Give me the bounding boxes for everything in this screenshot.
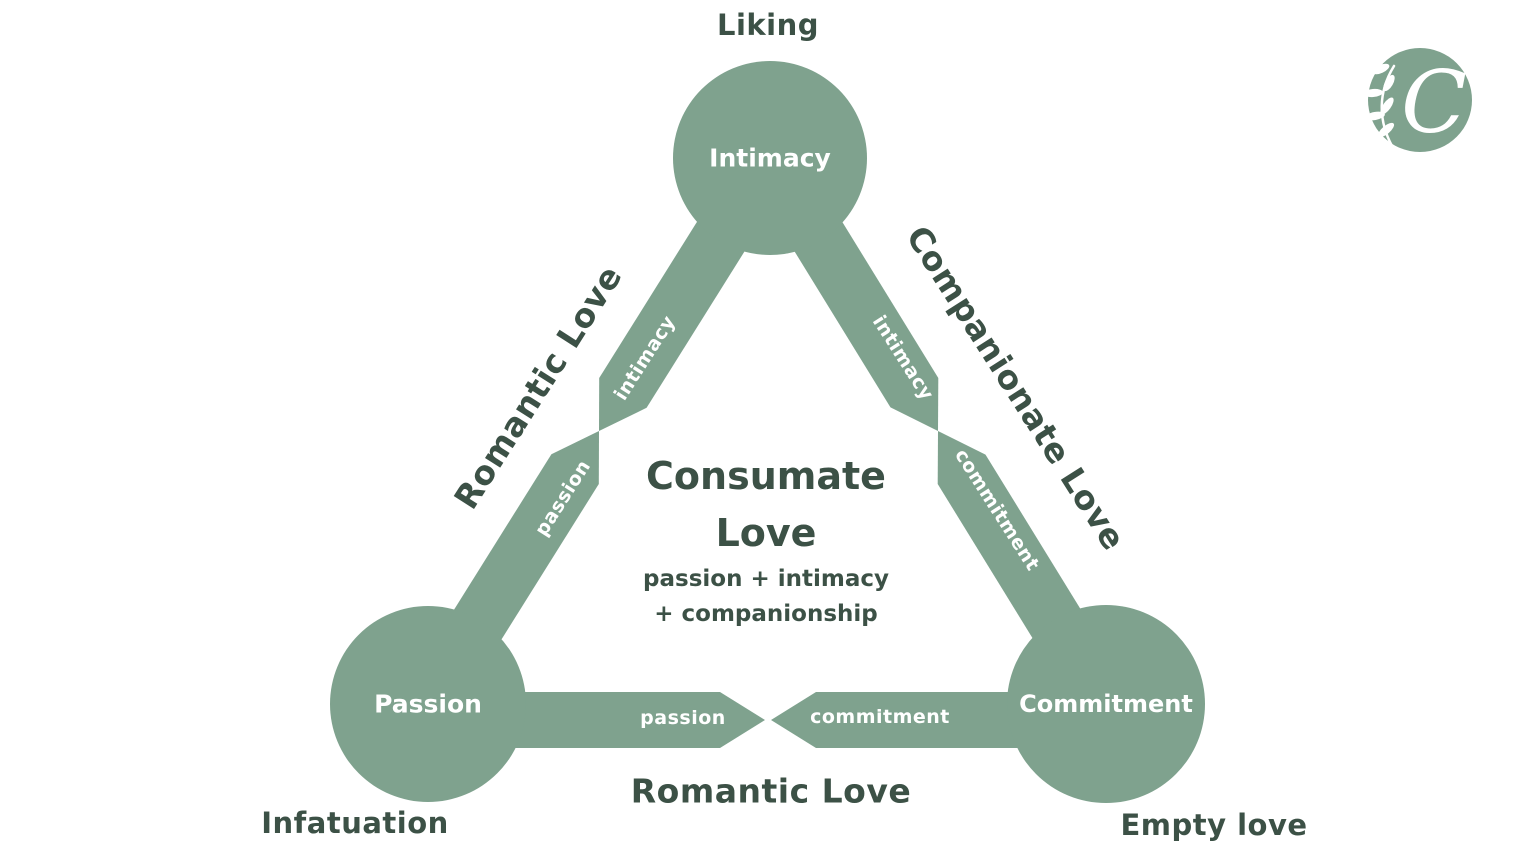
infatuation-label: Infatuation	[261, 806, 449, 840]
intimacy-circle	[673, 61, 867, 255]
commitment-circle	[1007, 605, 1205, 803]
passion-circle-label: Passion	[374, 689, 482, 719]
brand-logo: C	[1363, 48, 1472, 153]
intimacy-circle-label: Intimacy	[709, 143, 831, 173]
passion-circle	[330, 606, 526, 802]
center-subtitle-line1: passion + intimacy	[643, 566, 889, 592]
commitment-circle-label: Commitment	[1019, 690, 1193, 718]
romantic-love-bottom-title: Romantic Love	[630, 771, 912, 811]
bottom-edge-commitment-bar-label: commitment	[810, 706, 950, 728]
logo-letter-c: C	[1401, 53, 1467, 153]
logo-circle	[1368, 48, 1472, 152]
center-subtitle-line2: + companionship	[654, 600, 878, 627]
center-title-line2: Love	[715, 511, 817, 555]
empty-love-label: Empty love	[1120, 808, 1308, 842]
bottom-edge-passion-bar-label: passion	[640, 707, 726, 729]
liking-label: Liking	[716, 8, 820, 42]
center-text-block: Consumate Love passion + intimacy + comp…	[566, 448, 966, 631]
center-title-line1: Consumate	[646, 454, 886, 498]
logo-leaf-icon	[1363, 63, 1396, 148]
